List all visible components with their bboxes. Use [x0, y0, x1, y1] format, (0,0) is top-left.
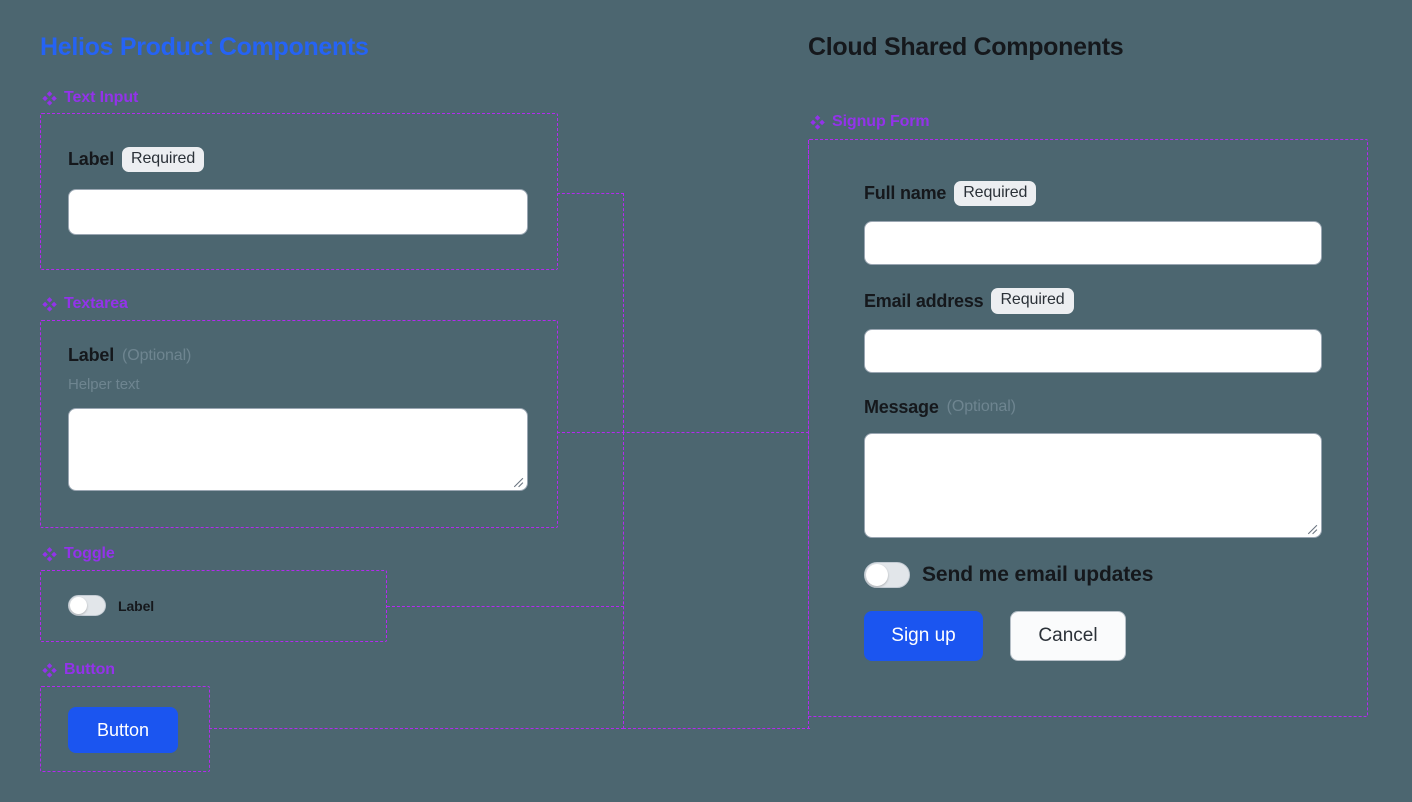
connector-text-input-horizontal — [557, 193, 624, 194]
component-box-button: Button — [40, 686, 210, 772]
optional-text: (Optional) — [946, 398, 1016, 416]
section-label: Toggle — [64, 545, 115, 562]
email-updates-toggle-row: Send me email updates — [864, 561, 1322, 588]
text-input-label-row: Label Required — [68, 147, 528, 173]
component-box-textarea: Label (Optional) Helper text — [40, 320, 558, 528]
component-box-signup-form: Full name Required Email address Require… — [808, 139, 1368, 717]
section-header-text-input: Text Input — [42, 89, 138, 107]
section-header-textarea: Textarea — [42, 295, 128, 313]
connector-button-horizontal — [209, 728, 624, 729]
section-header-button: Button — [42, 661, 115, 679]
section-label: Signup Form — [832, 113, 930, 130]
field-label: Label — [68, 345, 115, 365]
textarea-field[interactable] — [68, 408, 528, 491]
full-name-label-row: Full name Required — [864, 181, 1322, 207]
optional-text: (Optional) — [122, 346, 192, 364]
toggle-row: Label — [68, 595, 154, 616]
section-header-signup-form: Signup Form — [810, 113, 930, 131]
field-label: Label — [68, 149, 115, 170]
connector-toggle-horizontal — [387, 606, 624, 607]
connector-trunk-upper — [623, 193, 624, 433]
text-input-field[interactable] — [68, 189, 528, 236]
email-updates-label: Send me email updates — [922, 562, 1154, 586]
cancel-button[interactable]: Cancel — [1010, 610, 1126, 661]
component-box-text-input: Label Required — [40, 113, 558, 270]
component-diamond-icon — [42, 546, 57, 562]
right-panel-title: Cloud Shared Components — [808, 33, 1124, 61]
connector-bottom-bus — [623, 728, 810, 729]
connector-textarea-horizontal — [557, 432, 809, 433]
helper-text: Helper text — [68, 376, 140, 393]
section-label: Text Input — [64, 89, 139, 106]
component-box-toggle: Label — [40, 570, 387, 642]
field-label: Email address — [864, 290, 984, 311]
toggle-label: Label — [118, 597, 155, 614]
sign-up-button[interactable]: Sign up — [864, 610, 983, 661]
email-input[interactable] — [864, 328, 1322, 373]
email-updates-toggle[interactable] — [864, 561, 910, 588]
textarea-label-row: Label (Optional) — [68, 345, 528, 366]
toggle-knob — [866, 563, 888, 586]
required-badge: Required — [954, 181, 1037, 207]
full-name-input[interactable] — [864, 221, 1322, 266]
section-label: Button — [64, 661, 115, 678]
field-label: Message — [864, 396, 939, 417]
required-badge: Required — [991, 288, 1074, 314]
email-label-row: Email address Required — [864, 288, 1322, 314]
section-label: Textarea — [64, 295, 128, 312]
section-header-toggle: Toggle — [42, 545, 115, 563]
field-label: Full name — [864, 183, 947, 204]
component-diamond-icon — [42, 90, 57, 106]
component-diamond-icon — [810, 114, 825, 130]
message-textarea[interactable] — [864, 432, 1322, 538]
toggle-knob — [70, 597, 87, 614]
component-diamond-icon — [42, 662, 57, 678]
message-label-row: Message (Optional) — [864, 397, 1322, 418]
left-panel-title: Helios Product Components — [40, 33, 369, 61]
required-badge: Required — [122, 147, 205, 173]
demo-button[interactable]: Button — [68, 707, 178, 753]
toggle-switch[interactable] — [68, 595, 106, 616]
form-actions: Sign up Cancel — [864, 610, 1322, 661]
component-diamond-icon — [42, 296, 57, 312]
connector-trunk-lower — [623, 432, 624, 729]
